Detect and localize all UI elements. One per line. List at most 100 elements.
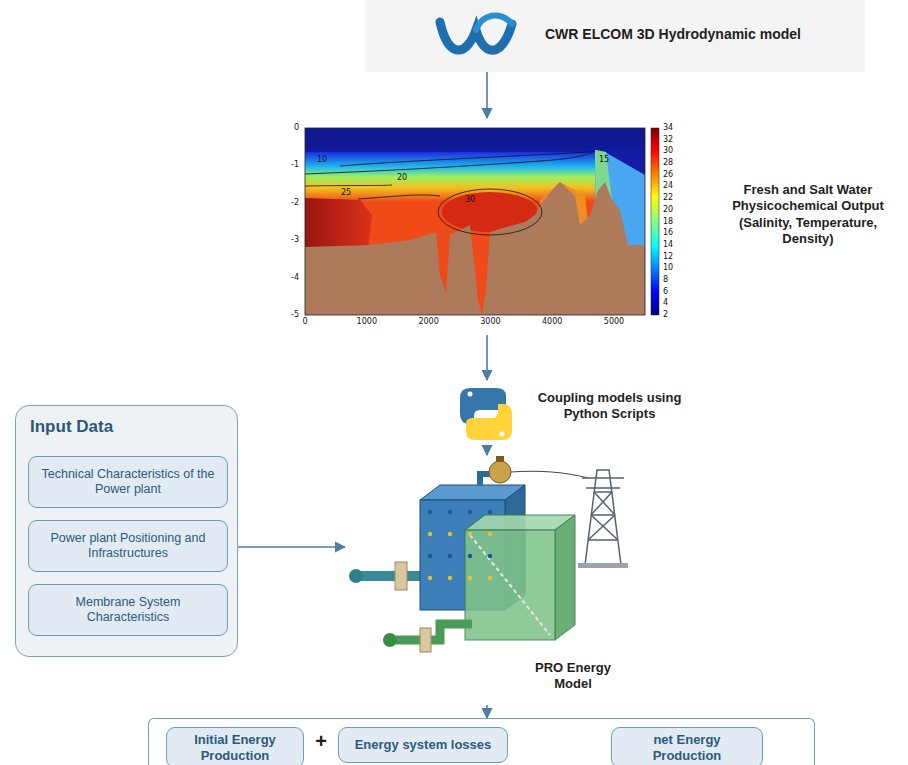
drawing-part: [489, 461, 511, 483]
box-text: Power plant Positioning and Infrastructu…: [37, 531, 219, 561]
flow-arrow: [486, 705, 488, 718]
drawing-part: [582, 478, 624, 488]
drawing-part: [383, 633, 397, 647]
colorbar-tick: 12: [663, 253, 673, 261]
model-header: CWR ELCOM 3D Hydrodynamic model: [365, 0, 865, 72]
node-heading: +: [309, 729, 333, 754]
drawing-part: [578, 563, 628, 568]
contour-label: 15: [599, 156, 609, 164]
drawing-part: [468, 392, 473, 397]
colorbar-tick: 8: [663, 276, 668, 284]
drawing-part: [428, 532, 432, 536]
flow-arrow: [486, 335, 488, 380]
axis-tick: -4: [291, 274, 299, 282]
drawing-part: [448, 510, 452, 514]
input-box: Membrane System Characteristics: [28, 584, 228, 636]
drawing-part: [585, 470, 621, 565]
node-heading: Coupling models using Python Scripts: [517, 390, 702, 423]
colorbar: [651, 128, 659, 315]
box-text: net Energy Production: [620, 732, 754, 763]
colorbar-tick: 28: [663, 159, 673, 167]
contour-label: 25: [341, 189, 351, 197]
colorbar-tick: 4: [663, 299, 668, 307]
axis-tick: -5: [291, 311, 299, 319]
axis-tick: 5000: [604, 318, 624, 326]
colorbar-tick: 6: [663, 288, 668, 296]
axis-tick: -1: [291, 161, 299, 169]
cwr-logo: [440, 15, 512, 50]
drawing-part: [428, 510, 492, 580]
flow-arrow: [238, 546, 345, 548]
drawing-part: [305, 151, 595, 235]
drawing-part: [395, 562, 407, 590]
drawing-part: [476, 15, 512, 30]
box-text: Membrane System Characteristics: [37, 595, 219, 625]
drawing-part: [588, 492, 618, 540]
input-box: Power plant Positioning and Infrastructu…: [28, 520, 228, 572]
drawing-part: [488, 510, 492, 514]
axis-tick: 4000: [542, 318, 562, 326]
drawing-part: [555, 515, 575, 640]
drawing-part: [588, 492, 618, 540]
drawing-part: [488, 554, 492, 558]
colorbar-tick: 16: [663, 229, 673, 237]
drawing-part: [360, 571, 420, 581]
plot-frame: [305, 128, 645, 315]
colorbar-tick: 18: [663, 218, 673, 226]
input-panel: Input DataTechnical Characteristics of t…: [15, 405, 238, 657]
flow-arrow: [486, 445, 488, 455]
flow-arrow: [486, 72, 488, 118]
drawing-part: [349, 569, 363, 583]
drawing-part: [420, 628, 431, 652]
drawing-part: [305, 128, 645, 148]
drawing-part: [305, 128, 645, 315]
drawing-part: [470, 535, 550, 635]
drawing-part: [305, 198, 372, 250]
node-heading: Input Data: [30, 416, 220, 437]
drawing-part: [448, 554, 452, 558]
pro-model: PRO Energy Model: [345, 455, 630, 705]
drawing-part: [488, 576, 492, 580]
drawing-part: [428, 510, 432, 514]
colorbar-tick: 26: [663, 171, 673, 179]
drawing-part: [428, 576, 432, 580]
colorbar-tick: 32: [663, 136, 673, 144]
drawing-part: [428, 554, 432, 558]
box-text: Technical Characteristics of the Power p…: [37, 467, 219, 497]
drawing-part: [582, 470, 624, 565]
axis-tick: 3000: [480, 318, 500, 326]
axis-tick: 1000: [357, 318, 377, 326]
node-heading: Fresh and Salt Water Physicochemical Out…: [713, 182, 903, 247]
drawing-part: [396, 624, 472, 640]
axis-tick: 0: [294, 124, 299, 132]
drawing-part: [448, 576, 452, 580]
energy-panel: + Initial Energy Production Energy system …: [148, 718, 815, 765]
drawing-part: [438, 189, 542, 235]
box-text: Energy system losses: [355, 737, 492, 753]
colorbar-tick: 34: [663, 124, 673, 132]
energy-box: Initial Energy Production: [166, 727, 304, 765]
axis-tick: -2: [291, 199, 299, 207]
colorbar-tick: 22: [663, 194, 673, 202]
axis-tick: 2000: [418, 318, 438, 326]
colorbar-tick: 20: [663, 206, 673, 214]
box-text: Initial Energy Production: [175, 732, 295, 763]
drawing-part: [305, 151, 595, 174]
drawing-part: [511, 471, 588, 478]
energy-box: net Energy Production: [611, 727, 763, 765]
drawing-part: [305, 185, 392, 186]
colorbar-tick: 14: [663, 241, 673, 249]
drawing-part: [340, 152, 590, 166]
chart-output: Fresh and Salt Water Physicochemical Out…: [285, 118, 905, 335]
pro-plant-illustration: [349, 456, 628, 652]
axis-tick: -3: [291, 236, 299, 244]
python-logo: [460, 388, 512, 440]
temperature-section: [305, 128, 645, 315]
colorbar-tick: 30: [663, 147, 673, 155]
drawing-part: [465, 530, 555, 640]
colorbar-tick: 24: [663, 182, 673, 190]
colorbar-tick: 2: [663, 311, 668, 319]
contour-label: 20: [397, 174, 407, 182]
drawing-part: [468, 510, 472, 514]
